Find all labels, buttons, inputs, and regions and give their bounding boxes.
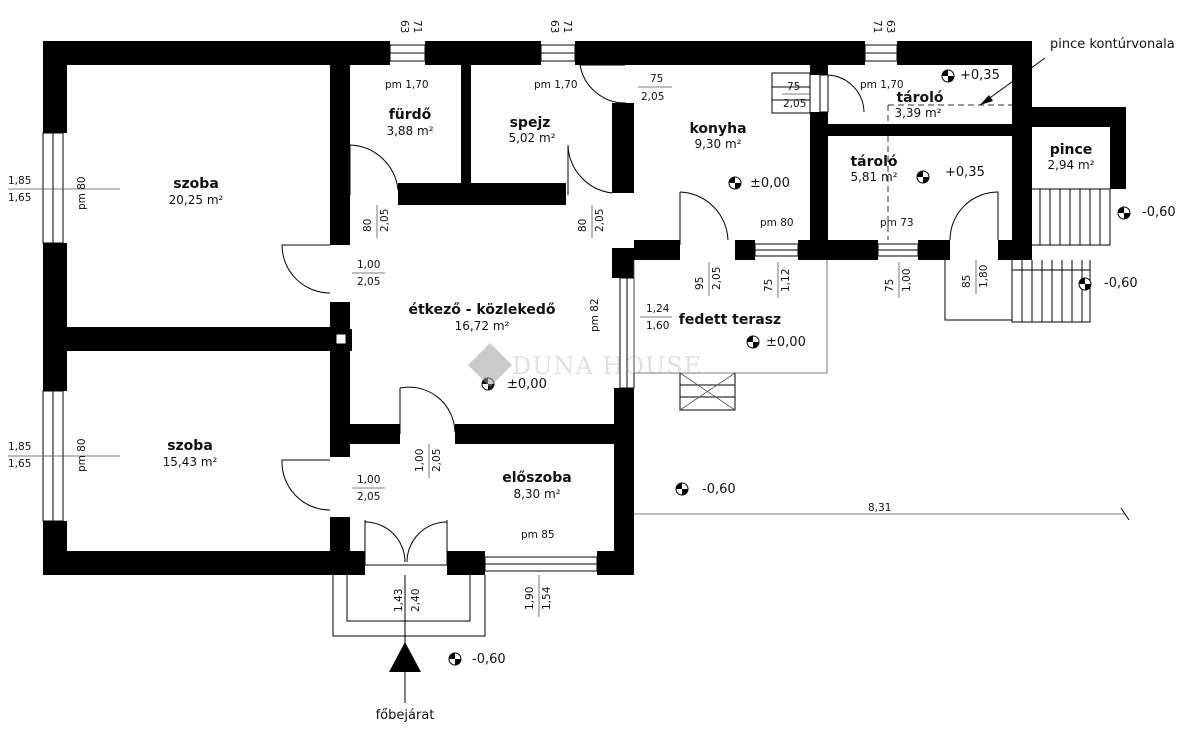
level-value: -0,60 <box>702 482 736 497</box>
dim-text: 95 <box>694 277 706 290</box>
room-area: 5,02 m² <box>508 131 555 145</box>
watermark-text: DUNA HOUSE <box>512 352 702 380</box>
room-name: fedett terasz <box>679 312 781 328</box>
stairs <box>332 57 1130 703</box>
watermark: DUNA HOUSE <box>468 343 702 387</box>
dim-text: 1,24 <box>646 303 670 315</box>
duna-house-logo-icon <box>468 343 512 387</box>
room-area: 8,30 m² <box>513 487 560 501</box>
dim-text: pm 85 <box>521 529 555 541</box>
annotations: pince kontúrvonala főbejárat 8,31 <box>376 37 1175 723</box>
overall-dimension: 8,31 <box>868 502 891 514</box>
dim-text: pm 80 <box>760 217 794 229</box>
room-area: 5,81 m² <box>850 170 897 184</box>
dim-text: 1,65 <box>8 458 31 470</box>
dim-text: 2,05 <box>431 449 443 472</box>
dim-text: 1,65 <box>8 192 31 204</box>
room-area: 2,94 m² <box>1047 158 1094 172</box>
dim-text: 85 <box>961 275 973 288</box>
dim-text: 2,05 <box>357 491 380 503</box>
dim-text: 2,05 <box>594 209 606 232</box>
doors <box>281 64 999 566</box>
dim-text: 63 <box>548 20 560 33</box>
dim-text: 80 <box>362 219 374 232</box>
dim-text: 2,05 <box>783 98 806 110</box>
room-labels: szoba 20,25 m² fürdő 3,88 m² spejz 5,02 … <box>163 90 1095 501</box>
dim-text: 71 <box>411 20 423 33</box>
room-area: 3,39 m² <box>894 106 941 120</box>
dim-text: 80 <box>577 219 589 232</box>
dim-text: 2,05 <box>711 267 723 290</box>
dim-text: pm 1,70 <box>534 79 578 91</box>
dim-text: pm 1,70 <box>385 79 429 91</box>
dim-text: pm 1,70 <box>860 79 904 91</box>
dim-text: 63 <box>884 20 896 33</box>
level-value: -0,60 <box>1104 276 1138 291</box>
room-area: 16,72 m² <box>455 319 510 333</box>
room-name: konyha <box>689 121 746 137</box>
dim-text: 1,85 <box>8 441 31 453</box>
level-value: -0,60 <box>1142 205 1176 220</box>
level-value: +0,35 <box>960 68 1000 83</box>
dim-text: 63 <box>398 20 410 33</box>
dim-text: 1,00 <box>901 269 913 292</box>
level-value: ±0,00 <box>750 176 790 191</box>
room-name: tároló <box>850 154 897 170</box>
dim-text: 1,00 <box>357 259 380 271</box>
room-name: tároló <box>896 90 943 106</box>
pince-contour-label: pince kontúrvonala <box>1050 37 1175 52</box>
dim-text: 75 <box>884 279 896 292</box>
dimensions: 63 71 63 71 71 63 pm 1,70 pm 1,70 pm 1,7… <box>8 20 990 617</box>
room-area: 3,88 m² <box>386 124 433 138</box>
level-value: -0,60 <box>472 652 506 667</box>
dim-text: 71 <box>561 20 573 33</box>
dim-text: pm 73 <box>880 217 914 229</box>
room-name: étkező - közlekedő <box>408 302 555 318</box>
dim-text: 1,54 <box>541 586 553 610</box>
dim-text: 75 <box>787 81 800 93</box>
dim-text: 1,43 <box>393 589 405 612</box>
dim-text: 71 <box>871 20 883 33</box>
level-value: ±0,00 <box>507 377 547 392</box>
dim-text: 2,40 <box>410 589 422 612</box>
room-area: 20,25 m² <box>169 193 224 207</box>
dim-text: pm 80 <box>76 176 88 210</box>
dim-text: 1,12 <box>780 269 792 292</box>
room-name: fürdő <box>389 107 432 123</box>
room-name: szoba <box>167 438 213 454</box>
dim-text: 1,85 <box>8 175 31 187</box>
room-name: szoba <box>173 176 219 192</box>
level-value: ±0,00 <box>766 335 806 350</box>
room-area: 15,43 m² <box>163 455 218 469</box>
level-values: +0,35 ±0,00 +0,35 -0,60 -0,60 ±0,00 ±0,0… <box>472 68 1176 667</box>
room-area: 9,30 m² <box>694 137 741 151</box>
dim-text: 1,80 <box>978 265 990 288</box>
dim-text: pm 82 <box>589 298 601 332</box>
room-name: spejz <box>510 115 551 131</box>
dim-text: 75 <box>763 279 775 292</box>
room-name: előszoba <box>502 470 571 486</box>
dim-text: pm 80 <box>76 438 88 472</box>
dim-text: 2,05 <box>357 276 380 288</box>
dim-text: 2,05 <box>641 91 664 103</box>
dim-text: 1,90 <box>524 587 536 610</box>
level-value: +0,35 <box>945 165 985 180</box>
main-entrance-label: főbejárat <box>376 708 435 723</box>
dim-text: 1,00 <box>357 474 380 486</box>
dim-text: 1,00 <box>414 449 426 472</box>
dim-text: 75 <box>650 73 663 85</box>
walls <box>43 41 1126 575</box>
room-name: pince <box>1050 142 1093 158</box>
dim-text: 1,60 <box>646 320 669 332</box>
dim-text: 2,05 <box>379 209 391 232</box>
